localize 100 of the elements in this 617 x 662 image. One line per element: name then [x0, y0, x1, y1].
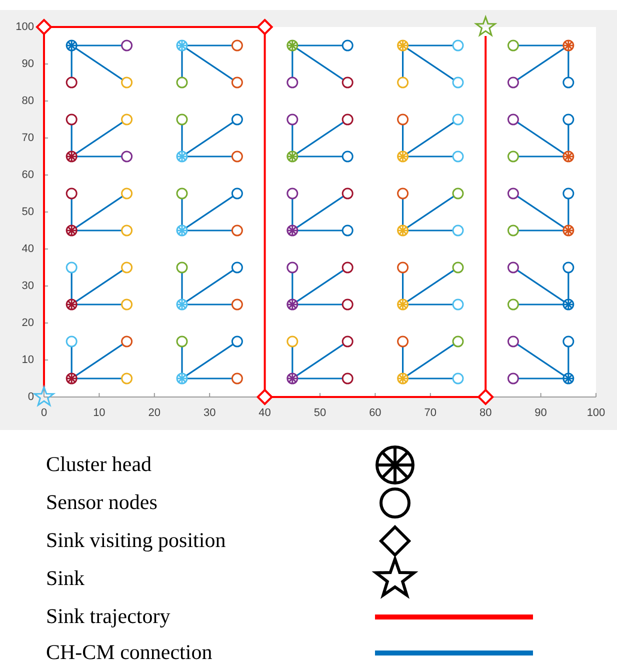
cluster-head-marker	[66, 298, 78, 310]
sensor-node-marker	[121, 298, 133, 310]
sensor-node-marker	[231, 40, 243, 52]
connection-line	[181, 50, 183, 78]
connection-line	[518, 304, 564, 306]
connection-line	[406, 48, 454, 80]
cluster-head-marker	[562, 372, 574, 384]
sensor-node-marker	[452, 262, 464, 274]
sensor-node-marker	[507, 76, 519, 88]
sensor-node-marker	[66, 262, 78, 274]
sensor-node-marker	[286, 76, 298, 88]
sensor-node-marker	[121, 262, 133, 274]
cluster-head-marker	[562, 224, 574, 236]
sensor-node-marker	[397, 114, 409, 126]
sensor-node-marker	[397, 336, 409, 348]
sensor-node-marker	[176, 336, 188, 348]
trajectory-line	[264, 34, 266, 390]
trajectory-line	[51, 26, 258, 28]
sensor-node-marker	[66, 76, 78, 88]
visiting-position-marker	[36, 18, 52, 36]
connection-line	[297, 304, 343, 306]
tick-label: 50	[20, 206, 34, 218]
sensor-node-marker	[286, 336, 298, 348]
connection-line	[297, 44, 343, 46]
tick-label: 0	[26, 391, 34, 403]
connection-line	[187, 378, 232, 380]
connection-line	[518, 378, 564, 380]
connection-line	[181, 124, 183, 152]
connection-line	[186, 196, 234, 228]
sensor-node-marker	[342, 40, 354, 52]
sensor-node-marker	[121, 372, 133, 384]
sensor-node-marker	[121, 40, 133, 52]
connection-line	[292, 50, 294, 78]
sensor-node-marker	[231, 298, 243, 310]
sensor-node-marker	[286, 262, 298, 274]
connection-line	[408, 44, 453, 46]
connection-line	[408, 156, 453, 158]
sensor-node-marker	[231, 150, 243, 162]
sensor-node-marker	[342, 336, 354, 348]
connection-line	[70, 346, 72, 374]
connection-line	[297, 230, 343, 232]
connection-line	[187, 156, 232, 158]
connection-line	[402, 272, 404, 300]
cluster-head-marker	[66, 150, 78, 162]
connection-line	[186, 270, 234, 302]
sensor-node-marker	[342, 298, 354, 310]
sensor-node-marker	[342, 150, 354, 162]
connection-line	[76, 230, 122, 232]
connection-line	[292, 198, 294, 226]
sensor-node-marker	[452, 150, 464, 162]
connection-line	[187, 44, 232, 46]
sensor-node-marker	[231, 336, 243, 348]
tick-label: 80	[478, 407, 493, 419]
cluster-head-marker	[562, 40, 574, 52]
tick-label: 50	[312, 407, 328, 419]
connection-line	[187, 304, 232, 306]
sensor-node-marker	[452, 372, 464, 384]
connection-line	[181, 346, 183, 374]
connection-line	[76, 156, 122, 158]
tick-label: 60	[368, 407, 382, 419]
cluster-head-marker	[286, 372, 298, 384]
connection-line	[70, 50, 72, 78]
connection-line	[568, 272, 570, 300]
cluster-head-marker	[397, 150, 409, 162]
tick-label: 100	[14, 21, 34, 33]
sensor-node-marker	[66, 188, 78, 200]
connection-line	[402, 50, 404, 78]
cluster-head-marker	[176, 40, 188, 52]
sensor-node-marker	[176, 188, 188, 200]
sensor-node-marker	[231, 188, 243, 200]
connection-line	[518, 44, 564, 46]
sensor-node-marker	[121, 76, 133, 88]
connection-line	[518, 230, 564, 232]
tick-label: 0	[40, 407, 48, 419]
sensor-node-marker	[562, 188, 574, 200]
connection-line	[408, 230, 453, 232]
connection-line	[75, 196, 124, 228]
sensor-node-marker	[342, 76, 354, 88]
connection-line	[516, 344, 565, 376]
sensor-node-marker	[507, 262, 519, 274]
sensor-node-marker	[286, 188, 298, 200]
cluster-head-marker	[176, 372, 188, 384]
connection-line	[296, 122, 344, 154]
sensor-node-marker	[342, 372, 354, 384]
sensor-node-marker	[121, 336, 133, 348]
connection-line	[70, 272, 72, 300]
sensor-node-marker	[452, 114, 464, 126]
connection-line	[402, 198, 404, 226]
trajectory-line	[43, 34, 45, 388]
sensor-node-marker	[176, 114, 188, 126]
connection-line	[406, 196, 454, 228]
cluster-head-marker	[176, 298, 188, 310]
sensor-node-marker	[342, 114, 354, 126]
connection-line	[75, 122, 124, 154]
sink-marker	[474, 14, 498, 37]
connection-line	[402, 346, 404, 374]
sensor-node-marker	[66, 336, 78, 348]
connection-line	[296, 196, 344, 228]
cluster-head-marker	[397, 372, 409, 384]
connection-line	[408, 304, 453, 306]
